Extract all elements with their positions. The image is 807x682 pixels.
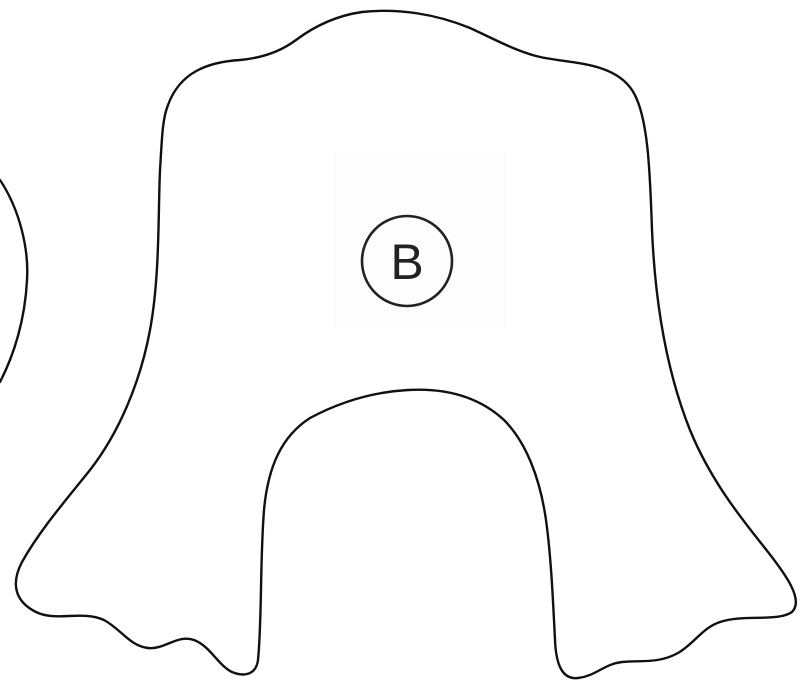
piece-label-letter: B <box>390 234 423 290</box>
pattern-piece-b-outline <box>16 11 796 678</box>
piece-label: B <box>333 152 507 328</box>
adjacent-shape-edge <box>0 180 27 382</box>
